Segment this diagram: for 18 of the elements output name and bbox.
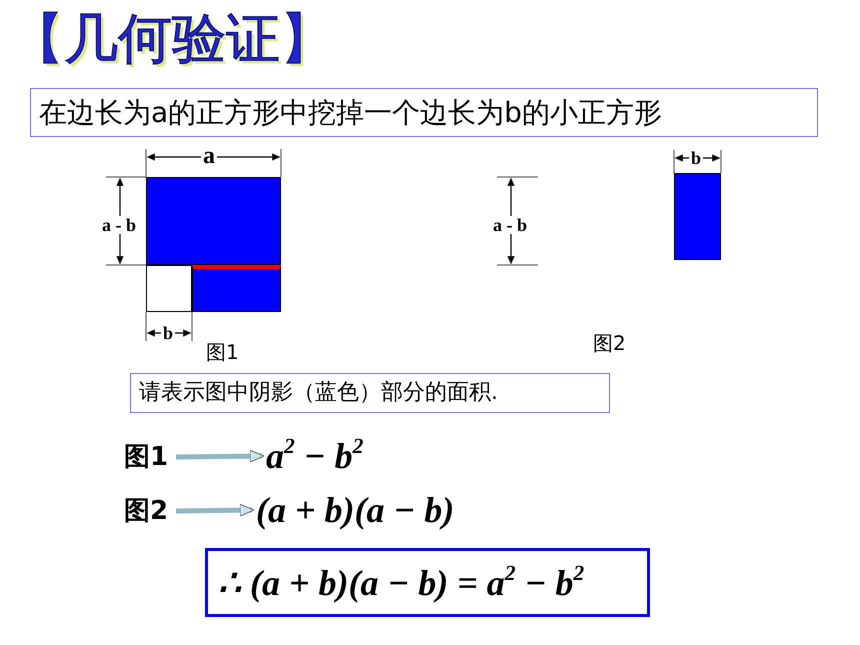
dimension-label: a - b [100, 216, 138, 234]
result-box: ∴ (a + b)(a − b) = a$^{2}$ − b$^{2}$ [205, 548, 650, 617]
dimension-label: a - b [491, 216, 530, 234]
formula: (a + b)(a − b) [256, 488, 488, 532]
arrow [176, 504, 254, 517]
slide-title: 【几何验证】 [10, 12, 334, 66]
removed-square [146, 265, 192, 312]
shaded-rectangle [146, 177, 281, 265]
shaded-rectangle [674, 173, 721, 260]
statement-box: 在边长为a的正方形中挖掉一个边长为b的小正方形 [30, 88, 818, 137]
shaded-rectangle [192, 265, 281, 312]
question-box: 请表示图中阴影（蓝色）部分的面积. [130, 373, 610, 413]
dimension-label: b [689, 149, 704, 167]
figure-label: 图2 [124, 495, 172, 527]
figure-label: 图1 [124, 441, 172, 473]
arrow [176, 450, 264, 463]
dimension-label: b [161, 324, 176, 342]
formula: a$^{2}$ − b$^{2}$ [266, 434, 390, 478]
